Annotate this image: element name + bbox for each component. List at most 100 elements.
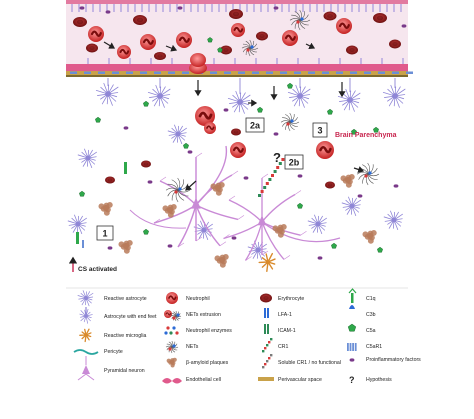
vessel-erythrocyte bbox=[133, 15, 147, 25]
perivascular-marker bbox=[322, 72, 329, 75]
parenchyma-erythrocyte bbox=[325, 182, 335, 189]
astrocyte bbox=[228, 91, 250, 113]
c1q-receptor bbox=[124, 162, 127, 174]
vessel-factor bbox=[274, 6, 279, 9]
perivascular-marker bbox=[126, 72, 133, 75]
c5a-icon bbox=[348, 324, 356, 331]
vessel-erythrocyte bbox=[86, 44, 98, 53]
perivascular-marker bbox=[224, 72, 231, 75]
legend-label-hypothesis: Hypothesis bbox=[366, 377, 392, 383]
astrocyte bbox=[148, 85, 170, 107]
perivascular-marker bbox=[112, 72, 119, 75]
legend-label-perivascular-space: Perivascular space bbox=[278, 377, 322, 383]
legend-label-pyramidal-neuron: Pyramidal neuron bbox=[104, 368, 145, 374]
neurons-layer bbox=[130, 146, 340, 261]
legend-label-neutrophil-enzymes: Neutrophil enzymes bbox=[186, 328, 232, 334]
parenchyma-erythrocyte bbox=[105, 177, 115, 184]
parenchyma-neutrophil bbox=[230, 142, 246, 158]
reactive-microglia-icon bbox=[80, 329, 91, 341]
legend-label-nets: NETs bbox=[186, 344, 199, 350]
proinflammatory-factor bbox=[224, 108, 229, 111]
astrocyte bbox=[384, 211, 402, 230]
astrocyte bbox=[383, 85, 405, 107]
c5a-particle bbox=[287, 83, 292, 88]
vessel-factor bbox=[106, 10, 111, 13]
vessel-factor bbox=[402, 24, 407, 27]
parenchyma-neutrophil bbox=[316, 141, 334, 159]
icam1-icon bbox=[264, 324, 269, 334]
hypothesis-icon: ? bbox=[349, 375, 355, 385]
nets-icon bbox=[166, 341, 178, 353]
cs-activated-label: CS activated bbox=[73, 258, 117, 273]
nets-extrusion-icon bbox=[164, 310, 181, 321]
legend-label-c1q: C1q bbox=[366, 296, 376, 302]
basal-lamina bbox=[66, 75, 408, 77]
c1q-receptor bbox=[76, 232, 79, 244]
vessel-wall-top bbox=[66, 0, 408, 4]
legend-label-icam1: ICAM-1 bbox=[278, 328, 296, 334]
transmigrating-neutrophil bbox=[189, 53, 207, 74]
vessel-neutrophil bbox=[176, 32, 192, 48]
c5a-particle bbox=[143, 101, 148, 106]
proinflammatory-factor bbox=[298, 174, 303, 177]
perivascular-marker bbox=[182, 72, 189, 75]
vessel-erythrocyte bbox=[389, 40, 401, 49]
perivascular-marker bbox=[266, 72, 273, 75]
perivascular-marker bbox=[350, 72, 357, 75]
vessel-neutrophil bbox=[282, 30, 298, 46]
c5a-particle bbox=[143, 229, 148, 234]
neutrophil-icon bbox=[166, 292, 178, 304]
perivascular-marker bbox=[70, 72, 77, 75]
parenchyma-nets bbox=[281, 113, 299, 131]
legend-label-proinflammatory-factors: Proinflammatory factors bbox=[366, 357, 421, 363]
legend-label-reactive-astrocyte: Reactive astrocyte bbox=[104, 296, 147, 302]
endothelial-cell-icon bbox=[162, 378, 182, 384]
amyloid-plaque bbox=[340, 174, 354, 188]
legend-label-c5ar1: C5aR1 bbox=[366, 344, 382, 350]
step-label-2a: 2a bbox=[250, 121, 261, 131]
c5a-particle bbox=[183, 143, 188, 148]
vessel-erythrocyte bbox=[229, 9, 243, 19]
parenchyma-nets bbox=[357, 163, 379, 185]
legend-label-c3b: C3b bbox=[366, 312, 376, 318]
legend-label-erythrocyte: Erythrocyte bbox=[278, 296, 304, 302]
astrocyte bbox=[68, 215, 86, 234]
astrocyte bbox=[308, 215, 326, 234]
legend-label-reactive-microglia: Reactive microglia bbox=[104, 333, 146, 339]
lfa1-icon bbox=[264, 308, 269, 318]
brain-parenchyma-label: Brain Parenchyma bbox=[335, 132, 397, 139]
perivascular-marker bbox=[406, 72, 413, 75]
proinflammatory-factor bbox=[108, 246, 113, 249]
vessel-erythrocyte bbox=[256, 32, 268, 41]
legend-label-astrocyte-end-feet: Astrocyte with end feet bbox=[104, 314, 157, 320]
astrocyte bbox=[96, 83, 118, 105]
cr1-icon bbox=[262, 338, 272, 352]
perivascular-marker bbox=[294, 72, 301, 75]
legend-label-c5a: C5a bbox=[366, 328, 376, 334]
endothelial-layer bbox=[66, 64, 408, 71]
proinflammatory-factor bbox=[358, 194, 363, 197]
legend-label-soluble-cr1: Soluble CR1 / no functional bbox=[278, 360, 341, 366]
soluble-cr1-icon bbox=[262, 354, 272, 368]
arrow-diag-1 bbox=[186, 181, 196, 190]
hypothesis-question-mark: ? bbox=[273, 150, 281, 165]
vessel-factor bbox=[80, 6, 85, 9]
proinflammatory-factor bbox=[124, 126, 129, 129]
step-label-1-box: 1 bbox=[97, 226, 113, 240]
neuron-dendrite bbox=[130, 210, 186, 228]
legend-label-nets-extrusion: NETs extrusion bbox=[186, 312, 221, 318]
parenchyma-erythrocyte bbox=[231, 129, 241, 136]
perivascular-marker bbox=[280, 72, 287, 75]
perivascular-marker bbox=[140, 72, 147, 75]
legend-label-cr1: CR1 bbox=[278, 344, 288, 350]
amyloid-plaque bbox=[214, 254, 228, 268]
amyloid-plaque bbox=[272, 224, 286, 238]
amyloid-plaque bbox=[362, 230, 376, 244]
legend-label-amyloid-plaques: β-amyloid plaques bbox=[186, 360, 229, 366]
proinflammatory-factor bbox=[148, 180, 153, 183]
c1q-icon bbox=[349, 289, 356, 303]
astrocyte bbox=[288, 85, 310, 107]
perivascular-marker bbox=[84, 72, 91, 75]
